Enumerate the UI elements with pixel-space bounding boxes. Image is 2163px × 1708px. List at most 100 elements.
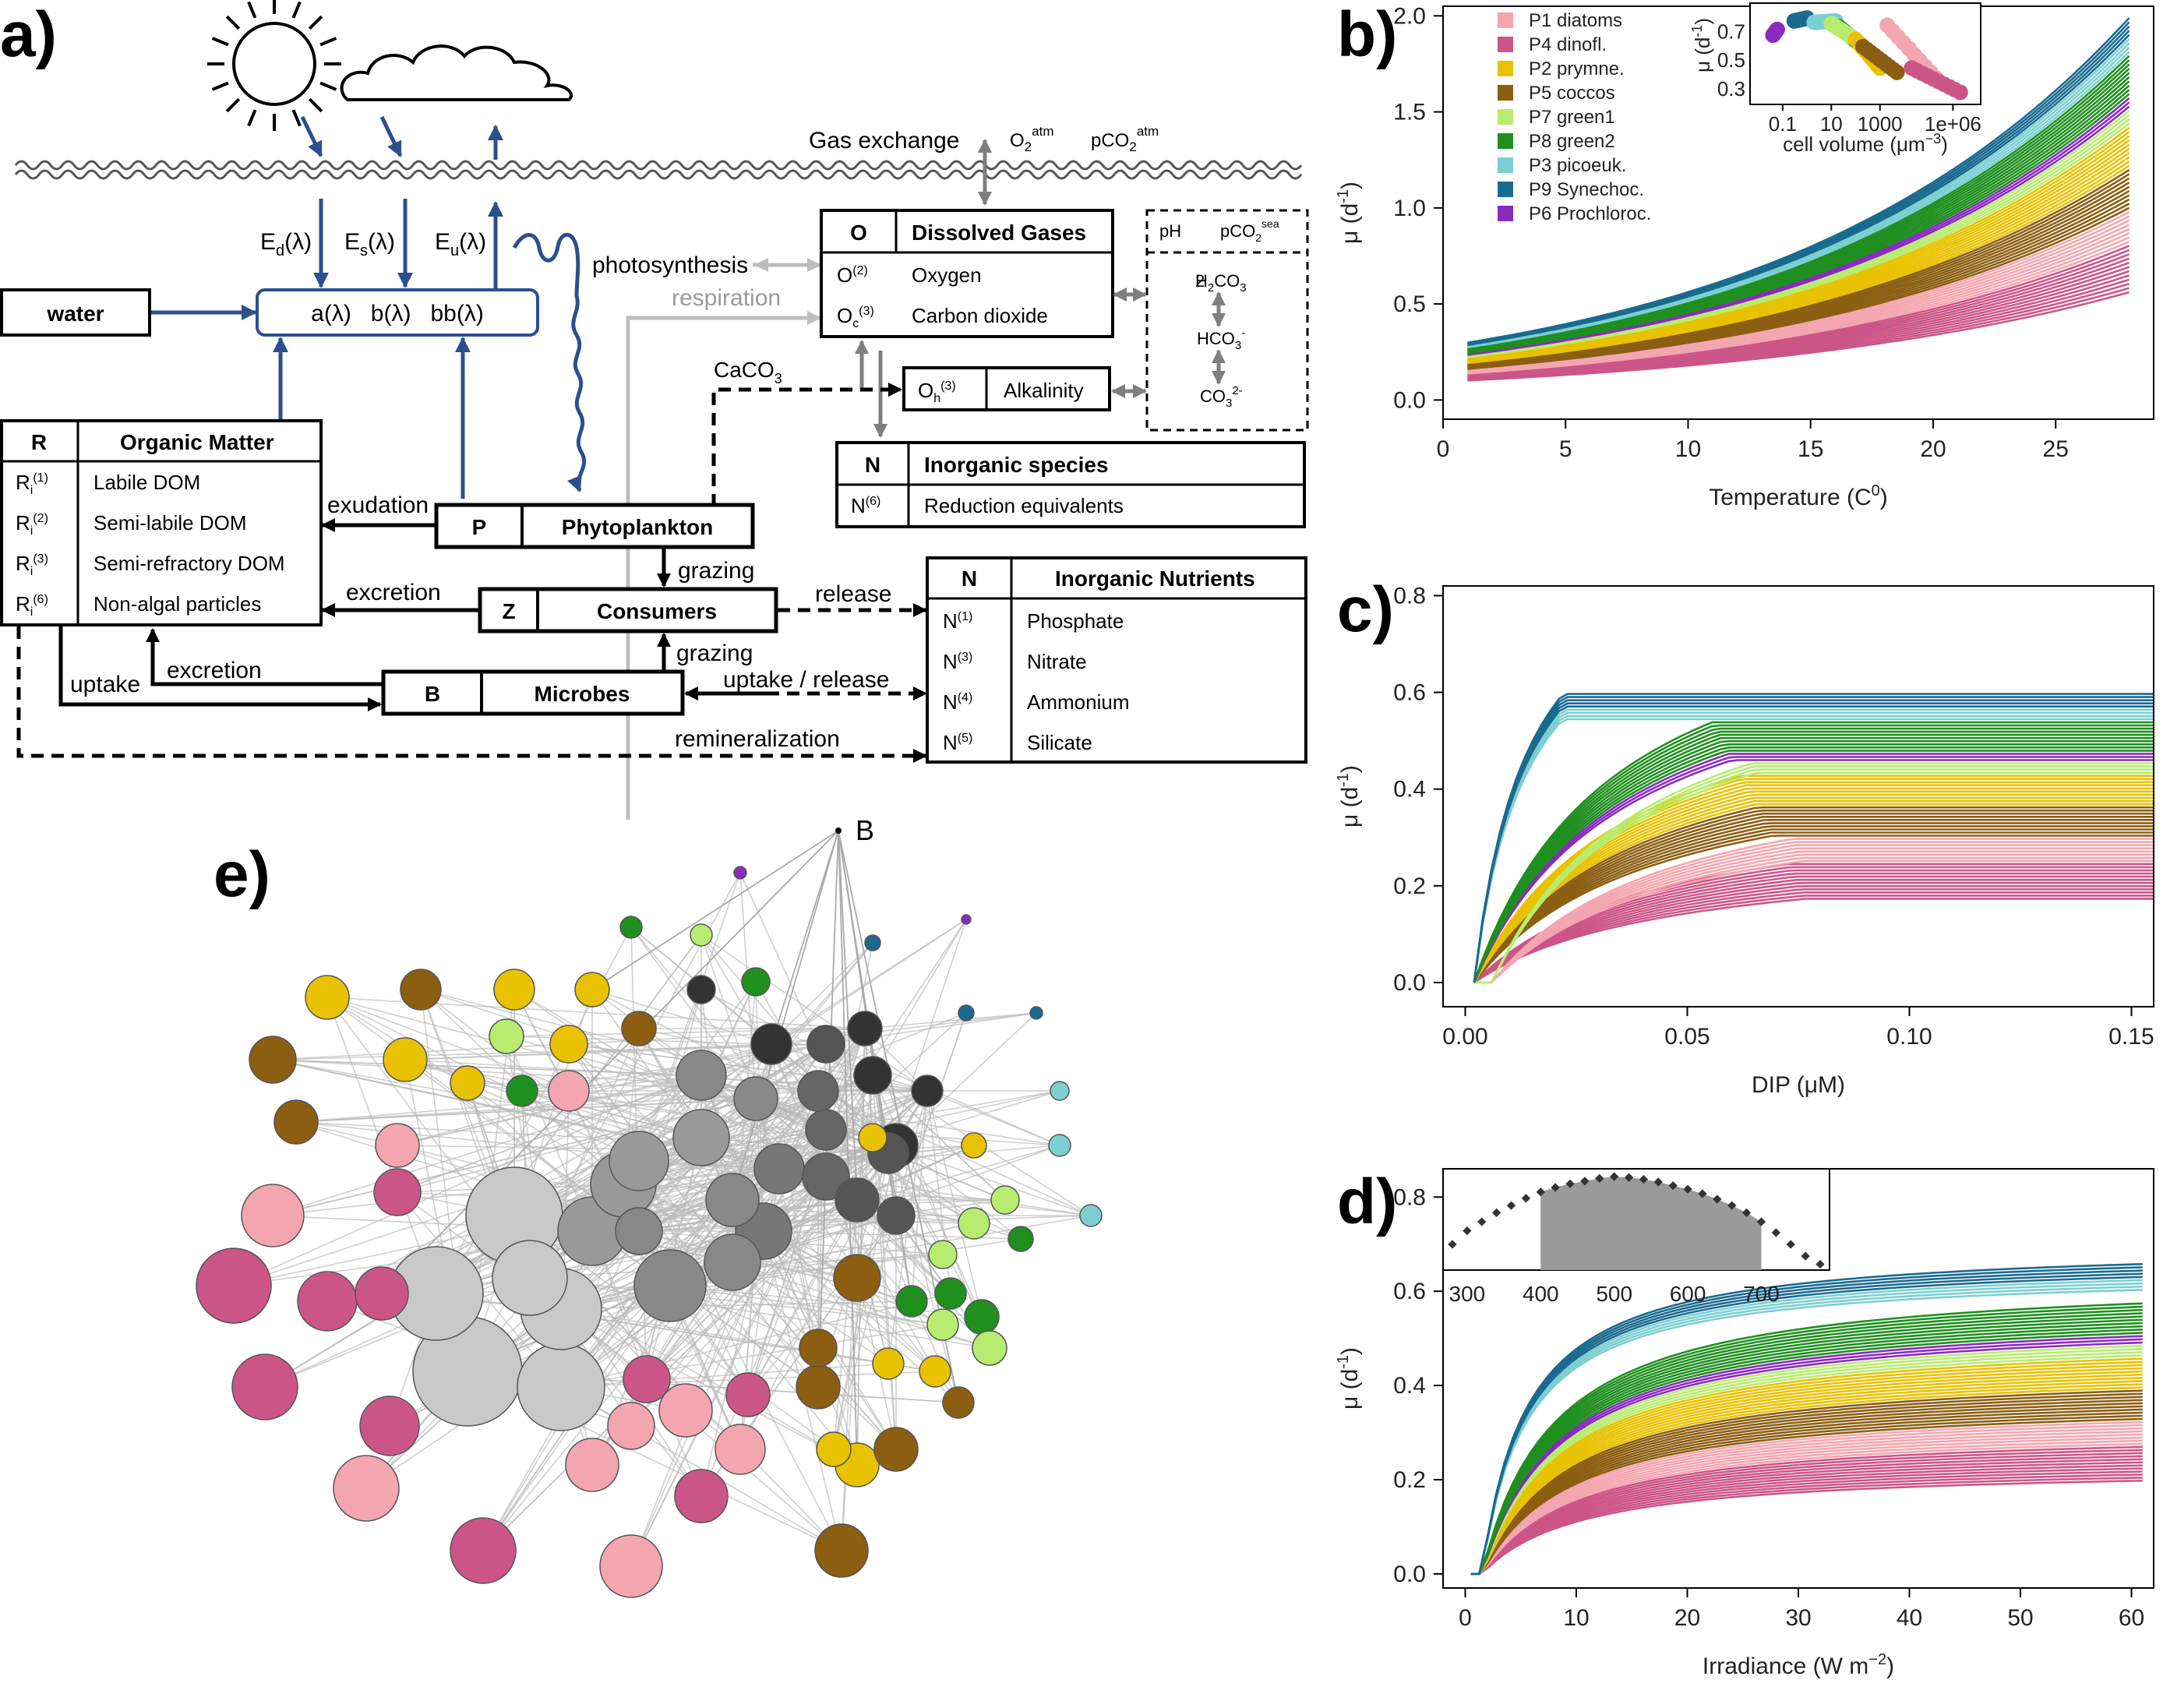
spectrum-point xyxy=(1815,1259,1825,1269)
curve-p5 xyxy=(1470,1408,2143,1576)
spectrum-point xyxy=(1491,1208,1501,1218)
network-node xyxy=(704,1233,761,1291)
curve-p1 xyxy=(1470,1439,2143,1576)
network-edge xyxy=(397,1075,702,1146)
svg-text:Inorganic species: Inorganic species xyxy=(924,453,1109,477)
nutrient-row-label: Silicate xyxy=(1027,731,1092,754)
network-edge xyxy=(404,1043,772,1060)
network-node xyxy=(990,1185,1020,1215)
spectrum-point xyxy=(1463,1226,1472,1236)
legend-swatch xyxy=(1498,182,1513,197)
network-node xyxy=(297,1271,358,1332)
x-tick-label: 10 xyxy=(1675,436,1701,462)
svg-text:2: 2 xyxy=(1195,271,1205,291)
network-node xyxy=(672,1109,730,1166)
curve-p6 xyxy=(1470,1338,2143,1576)
curve-p1 xyxy=(1473,853,2154,984)
curve-p5 xyxy=(1473,825,2154,983)
panel-a-label: a) xyxy=(0,0,57,70)
curve-p6 xyxy=(1473,756,2154,983)
curve-p7 xyxy=(1473,762,2154,984)
y-tick-label: 0.8 xyxy=(1393,1184,1426,1210)
x-tick-label: 15 xyxy=(1798,436,1823,462)
network-node xyxy=(873,1427,919,1472)
network-node xyxy=(961,1132,987,1159)
network-edge xyxy=(560,1386,842,1551)
panel-b-label: b) xyxy=(1337,0,1397,70)
network-node xyxy=(1050,1081,1070,1101)
curve-p1 xyxy=(1470,1420,2143,1576)
x-tick-label: 0 xyxy=(1437,436,1450,462)
caco3-label: CaCO3 xyxy=(714,358,782,386)
spectrum-point xyxy=(1698,1189,1707,1198)
network-edge xyxy=(872,919,967,1076)
sun-ray xyxy=(319,81,337,91)
legend-label: P7 green1 xyxy=(1529,107,1615,128)
network-node xyxy=(934,1277,967,1310)
network-node xyxy=(607,1402,655,1450)
network-node xyxy=(958,1004,975,1022)
network-edge xyxy=(591,830,839,990)
curve-p2 xyxy=(1470,1367,2143,1576)
svg-text:O(2): O(2) xyxy=(837,263,868,287)
curve-p1 xyxy=(1473,859,2154,984)
svg-text:Oc(3): Oc(3) xyxy=(837,304,874,330)
network-edge xyxy=(420,989,640,1162)
water-box: water xyxy=(46,302,104,326)
curve-p5 xyxy=(1470,1417,2143,1576)
curve-p3 xyxy=(1470,1289,2143,1576)
curve-p9 xyxy=(1470,1269,2143,1576)
network-node xyxy=(853,1056,892,1095)
curve-p7 xyxy=(1473,771,2154,984)
network-edge xyxy=(326,997,897,1146)
network-edge xyxy=(381,830,839,1294)
uptake-label: uptake xyxy=(70,672,140,697)
network-edge xyxy=(638,1160,842,1551)
curve-p1 xyxy=(1470,1430,2143,1576)
curve-p5 xyxy=(1473,812,2154,983)
curve-p8 xyxy=(1473,750,2154,983)
curve-p4 xyxy=(1470,1458,2143,1576)
pco2-atm-label: pCO2atm xyxy=(1091,124,1159,154)
om-row-label: Labile DOM xyxy=(94,471,200,494)
spectrum-point xyxy=(1801,1251,1810,1261)
y-tick-label: 0.4 xyxy=(1393,777,1426,803)
spectrum-point xyxy=(1565,1179,1575,1188)
network-node xyxy=(599,1534,663,1598)
legend-swatch xyxy=(1498,206,1513,221)
spectrum-point xyxy=(1727,1201,1737,1210)
curve-p5 xyxy=(1470,1411,2143,1576)
x-tick-label: 0.10 xyxy=(1886,1024,1932,1050)
x-tick-label: 50 xyxy=(2007,1605,2033,1631)
es-label: Es(λ) xyxy=(344,229,395,259)
curve-p5 xyxy=(1470,1402,2143,1576)
x-axis-label: DIP (μM) xyxy=(1752,1072,1845,1098)
spectrum-point xyxy=(1595,1173,1604,1183)
curve-p8 xyxy=(1473,721,2154,983)
inset-y-tick-label: 0.3 xyxy=(1717,77,1745,101)
network-node xyxy=(633,1249,707,1322)
network-edge xyxy=(771,830,839,1045)
curve-p4 xyxy=(1470,1455,2143,1576)
network-node xyxy=(506,1075,538,1107)
curve-p3 xyxy=(1470,1285,2143,1576)
network-node xyxy=(835,1177,880,1223)
om-row-label: Semi-labile DOM xyxy=(94,511,247,535)
curve-p1 xyxy=(1473,856,2154,984)
network-node xyxy=(733,1076,778,1121)
sun-icon xyxy=(207,0,341,131)
sun-ray xyxy=(291,1,302,19)
network-edge xyxy=(591,1230,819,1388)
curve-p2 xyxy=(1470,1360,2143,1576)
curve-p9 xyxy=(1473,699,2154,983)
network-edge xyxy=(833,1199,858,1450)
legend-swatch xyxy=(1498,12,1513,28)
legend-label: P6 Prochloroc. xyxy=(1529,203,1651,224)
curve-p8 xyxy=(1470,1312,2143,1576)
spectrum-point xyxy=(1448,1240,1457,1249)
curve-p8 xyxy=(1473,739,2154,983)
om-row-label: Semi-refractory DOM xyxy=(94,552,285,575)
curve-p4 xyxy=(1470,1473,2143,1576)
